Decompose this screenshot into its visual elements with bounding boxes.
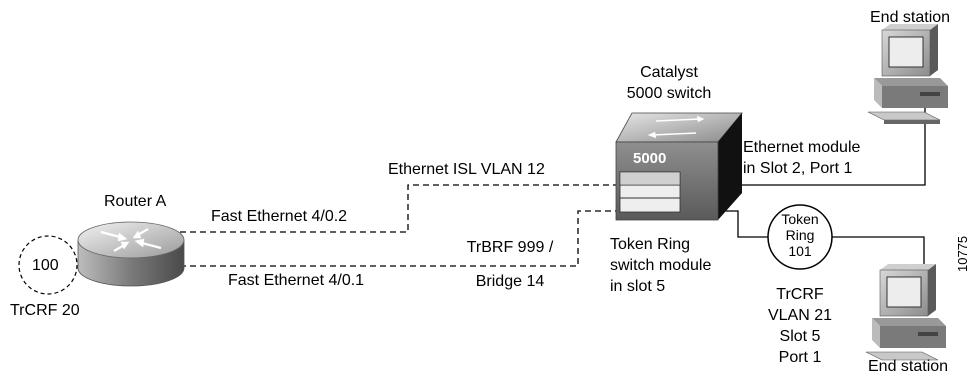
trcrf-20-label: TrCRF 20	[10, 302, 80, 319]
token-ring-module-label: Token Ring switch module in slot 5	[610, 235, 711, 296]
ethernet-isl-label: Ethernet ISL VLAN 12	[388, 161, 545, 178]
token-ring-line2: Ring	[785, 227, 815, 243]
end-station-icon	[867, 24, 948, 124]
fast-ethernet-4-0-2-label: Fast Ethernet 4/0.2	[211, 208, 348, 225]
trcrf-vlan-line4: Port 1	[778, 349, 822, 366]
link-token-ring-station	[832, 236, 925, 275]
token-ring-module-line3: in slot 5	[610, 278, 666, 295]
trcrf-vlan-line1: TrCRF	[776, 286, 824, 303]
token-ring-circle	[767, 204, 833, 270]
switch-label-line2: 5000 switch	[626, 85, 712, 102]
connections	[170, 106, 926, 275]
ring-100-circle	[18, 235, 78, 295]
link-ethernet-module	[680, 106, 926, 186]
fast-ethernet-4-0-1-label: Fast Ethernet 4/0.1	[228, 272, 365, 289]
ethernet-module-line2: in Slot 2, Port 1	[743, 160, 853, 177]
end-station-top-label: End station	[870, 9, 951, 26]
trcrf-vlan-line3: Slot 5	[779, 328, 821, 345]
trbrf-line1: TrBRF 999 /	[466, 239, 554, 256]
ethernet-module-line1: Ethernet module	[743, 139, 861, 156]
switch-label-line1: Catalyst	[640, 64, 698, 81]
figure-id: 10775	[955, 235, 970, 272]
trbrf-label: TrBRF 999 / Bridge 14	[446, 238, 574, 291]
token-ring-module-line1: Token Ring	[610, 236, 691, 253]
switch-label: Catalyst 5000 switch	[604, 63, 734, 103]
ring-100-label: 100	[32, 257, 59, 274]
trcrf-vlan-label: TrCRF VLAN 21 Slot 5 Port 1	[750, 285, 850, 367]
token-ring-label: Token Ring 101	[770, 211, 830, 259]
link-fast-ethernet-4-0-1	[170, 210, 620, 267]
end-station-icon	[865, 264, 946, 361]
ethernet-module-label: Ethernet module in Slot 2, Port 1	[743, 138, 860, 178]
token-ring-line3: 101	[788, 243, 812, 259]
token-ring-module-line2: switch module	[610, 257, 712, 274]
trbrf-line2: Bridge 14	[475, 273, 545, 290]
switch-icon	[615, 112, 743, 221]
token-ring-line1: Token	[781, 211, 819, 227]
router-icon	[77, 221, 185, 287]
end-station-bottom-label: End station	[868, 358, 949, 375]
link-fast-ethernet-4-0-2	[170, 184, 620, 233]
switch-face-label: 5000	[633, 150, 667, 167]
router-label: Router A	[104, 193, 167, 210]
trcrf-vlan-line2: VLAN 21	[767, 307, 833, 324]
